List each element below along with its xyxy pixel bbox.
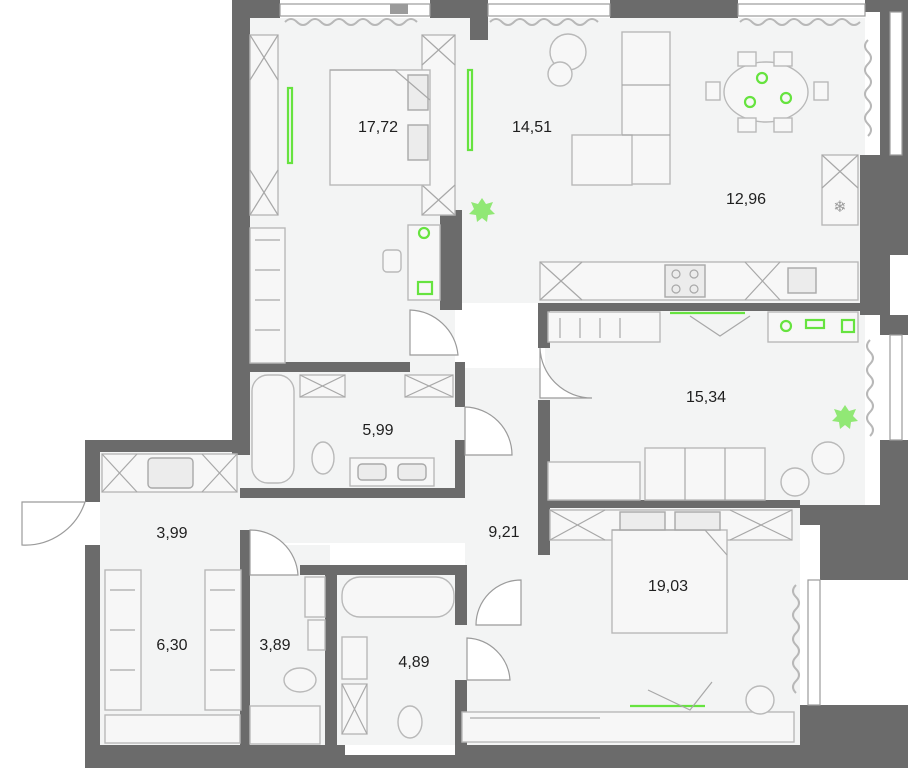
area-labels: 17,72 14,51 12,96 15,34 5,99 3,99 9,21 6…	[156, 119, 766, 671]
doors	[249, 309, 593, 681]
bathroom-1-fixtures	[251, 374, 454, 487]
area-label-corridor: 9,21	[488, 524, 519, 541]
area-label-hall: 3,99	[156, 525, 187, 542]
bathroom-2-fixtures	[341, 576, 455, 739]
area-label-bedroom-1: 17,72	[358, 119, 398, 136]
area-label-wardrobe: 6,30	[156, 637, 187, 654]
toilet-fixtures	[249, 576, 326, 745]
area-label-bedroom-3: 19,03	[648, 578, 688, 595]
area-label-bathroom-2: 4,89	[398, 654, 429, 671]
area-label-kitchen: 12,96	[726, 191, 766, 208]
bedroom-2-furniture	[547, 311, 859, 501]
bedroom-1-furniture	[249, 34, 474, 364]
windows	[279, 3, 903, 706]
wardrobe-furniture	[104, 569, 242, 744]
bedroom-3-furniture	[461, 509, 795, 743]
area-label-bedroom-2: 15,34	[686, 389, 726, 406]
hall-furniture	[21, 453, 238, 546]
area-label-toilet: 3,89	[259, 637, 290, 654]
walls	[85, 0, 908, 768]
kitchen-furniture: ❄	[539, 154, 859, 301]
living-room-furniture	[469, 31, 829, 222]
area-label-bathroom-1: 5,99	[362, 422, 393, 439]
area-label-living-room: 14,51	[512, 119, 552, 136]
curtains	[284, 18, 874, 694]
svg-text:❄: ❄	[833, 197, 846, 216]
